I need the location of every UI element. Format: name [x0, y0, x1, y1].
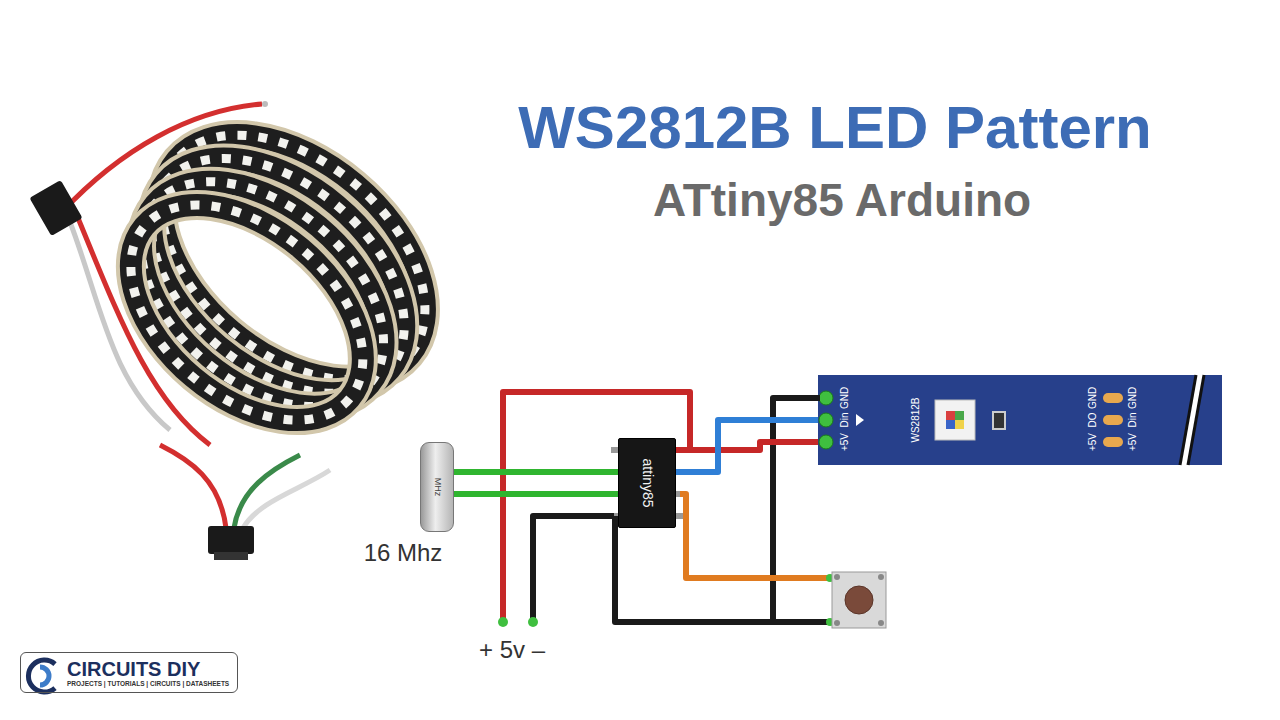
- jst-connector: [29, 180, 82, 236]
- supply-label: + 5v –: [479, 638, 545, 662]
- data-wire: [676, 420, 818, 472]
- terminal: [498, 617, 508, 627]
- chip-pin: [675, 513, 683, 519]
- white-lead: [243, 470, 330, 528]
- pin-label: GND: [840, 387, 850, 409]
- microcontroller-chip: attiny85: [618, 438, 676, 528]
- title: WS2812B LED Pattern: [518, 98, 1152, 158]
- jst-connector: [208, 526, 254, 554]
- chip-name: attiny85: [639, 458, 654, 507]
- logo-icon: [40, 667, 49, 685]
- crystal-wire: [454, 469, 618, 475]
- led-chip: [935, 400, 975, 440]
- led-coil: [76, 86, 471, 474]
- pushbutton: [832, 572, 886, 628]
- led-die: [946, 420, 955, 429]
- led-die: [955, 420, 964, 429]
- direction-arrow: [856, 414, 864, 426]
- supply-wire: [503, 392, 690, 622]
- logo-tagline: PROJECTS | TUTORIALS | CIRCUITS | DATASH…: [67, 680, 229, 687]
- pushbutton-leg: [878, 620, 884, 626]
- button-wire: [680, 494, 830, 578]
- pad: [819, 391, 833, 405]
- pin-label: +5V: [1128, 433, 1138, 451]
- wire-tip: [262, 101, 268, 107]
- tape-ring: [90, 162, 403, 463]
- power-wire: [676, 442, 818, 450]
- pin-label: DO: [1088, 413, 1098, 428]
- jst-connector: [214, 552, 248, 560]
- pin-label: Din: [840, 412, 850, 427]
- led-name: WS2812B: [909, 397, 920, 442]
- led-die: [955, 411, 964, 420]
- cut-pad: [1103, 393, 1123, 403]
- ground-wire: [533, 516, 614, 622]
- terminal: [528, 617, 538, 627]
- led-strip: WS2812B: [818, 375, 1222, 465]
- led-die: [946, 411, 955, 420]
- crystal-wire: [454, 491, 618, 497]
- red-lead: [78, 218, 210, 445]
- led-strip-band: [818, 375, 1196, 465]
- crystal: MHz16 Mhz: [420, 442, 454, 532]
- pushbutton-cap: [845, 586, 873, 614]
- break-mark: [1180, 375, 1196, 465]
- white-lead: [70, 222, 170, 430]
- crystal-marking: MHz: [432, 478, 442, 497]
- red-lead: [62, 104, 262, 212]
- break-mark: [1188, 375, 1204, 465]
- ground-wire: [773, 398, 820, 622]
- pin-label: +5V: [840, 433, 850, 451]
- pin-label: Din: [1128, 412, 1138, 427]
- logo-name: CIRCUITS DIY: [67, 658, 229, 680]
- pushbutton-leg: [878, 574, 884, 580]
- pad: [819, 435, 833, 449]
- cut-pad: [1103, 437, 1123, 447]
- logo-box: CIRCUITS DIYPROJECTS | TUTORIALS | CIRCU…: [20, 652, 238, 693]
- pad: [819, 413, 833, 427]
- frequency-label: 16 Mhz: [364, 540, 443, 566]
- pin-label: GND: [1088, 387, 1098, 409]
- cut-pad: [1103, 415, 1123, 425]
- pushbutton-leg: [834, 620, 840, 626]
- pushbutton-leg: [834, 574, 840, 580]
- pin-label: GND: [1128, 387, 1138, 409]
- ground-wire: [615, 516, 830, 622]
- red-lead: [160, 445, 226, 528]
- led-row: [90, 162, 403, 463]
- capacitor: [993, 412, 1005, 429]
- logo-icon: [28, 660, 55, 692]
- subtitle: ATtiny85 Arduino: [653, 177, 1031, 223]
- pin-label: +5V: [1088, 433, 1098, 451]
- strip-ring: [90, 162, 403, 463]
